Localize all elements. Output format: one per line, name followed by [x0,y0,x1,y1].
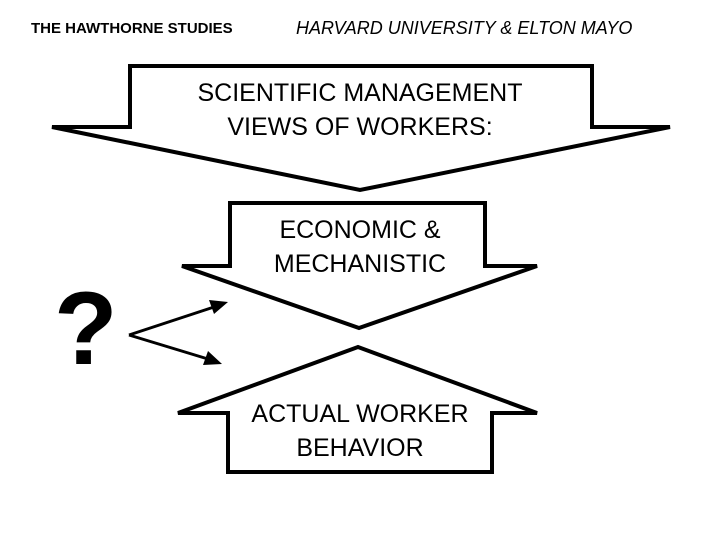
actual-worker-behavior-label: ACTUAL WORKER BEHAVIOR [226,397,494,465]
header-right-title: HARVARD UNIVERSITY & ELTON MAYO [296,18,633,38]
label-line: ECONOMIC & [279,216,441,244]
label-line: MECHANISTIC [273,250,447,278]
question-mark: ? [54,271,118,387]
actual-behavior-arrow [177,344,538,474]
scientific-management-arrow [51,64,671,193]
economic-mechanistic-arrow [181,201,538,331]
question-connector-arrows [128,300,228,365]
arrowhead-up-icon [209,300,228,314]
header-left-title: THE HAWTHORNE STUDIES [31,20,233,37]
label-line: BEHAVIOR [296,434,424,462]
scientific-management-label: SCIENTIFIC MANAGEMENT VIEWS OF WORKERS: [130,76,590,144]
label-line: VIEWS OF WORKERS: [227,113,493,141]
label-line: ACTUAL WORKER [251,400,469,428]
economic-mechanistic-label: ECONOMIC & MECHANISTIC [230,213,490,281]
arrowhead-down-icon [203,351,222,365]
label-line: SCIENTIFIC MANAGEMENT [197,79,523,107]
